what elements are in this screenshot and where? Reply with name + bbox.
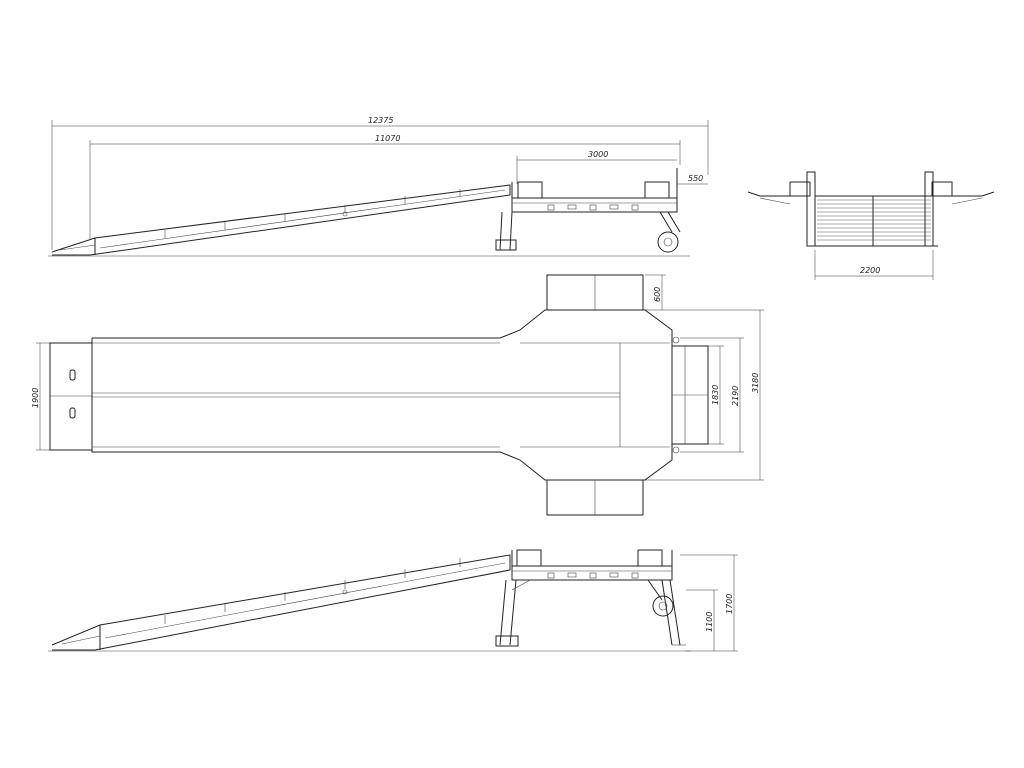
dim-total-width: 3180 (751, 373, 760, 393)
dim-wing-length: 600 (653, 287, 662, 302)
plan-view: 1900 600 1830 2190 3180 (31, 274, 764, 516)
dim-front-width: 2200 (860, 266, 880, 275)
dim-high-height: 1700 (725, 594, 734, 614)
front-view: 2200 (747, 171, 995, 280)
dim-platform-width: 2190 (731, 386, 740, 406)
dim-ramp-width: 1900 (31, 388, 40, 408)
dim-inner-width: 1830 (711, 385, 720, 405)
dims-side-top: 12375 11070 3000 550 (51, 116, 709, 250)
dim-overall-length: 12375 (368, 116, 393, 125)
dim-platform-length: 3000 (588, 150, 608, 159)
dim-ramp-length: 11070 (375, 134, 400, 143)
dim-low-height: 1100 (705, 612, 714, 632)
side-view-top (48, 168, 690, 257)
side-view-bottom: 1100 1700 (48, 549, 738, 652)
dim-platform-overhang: 550 (688, 174, 703, 183)
